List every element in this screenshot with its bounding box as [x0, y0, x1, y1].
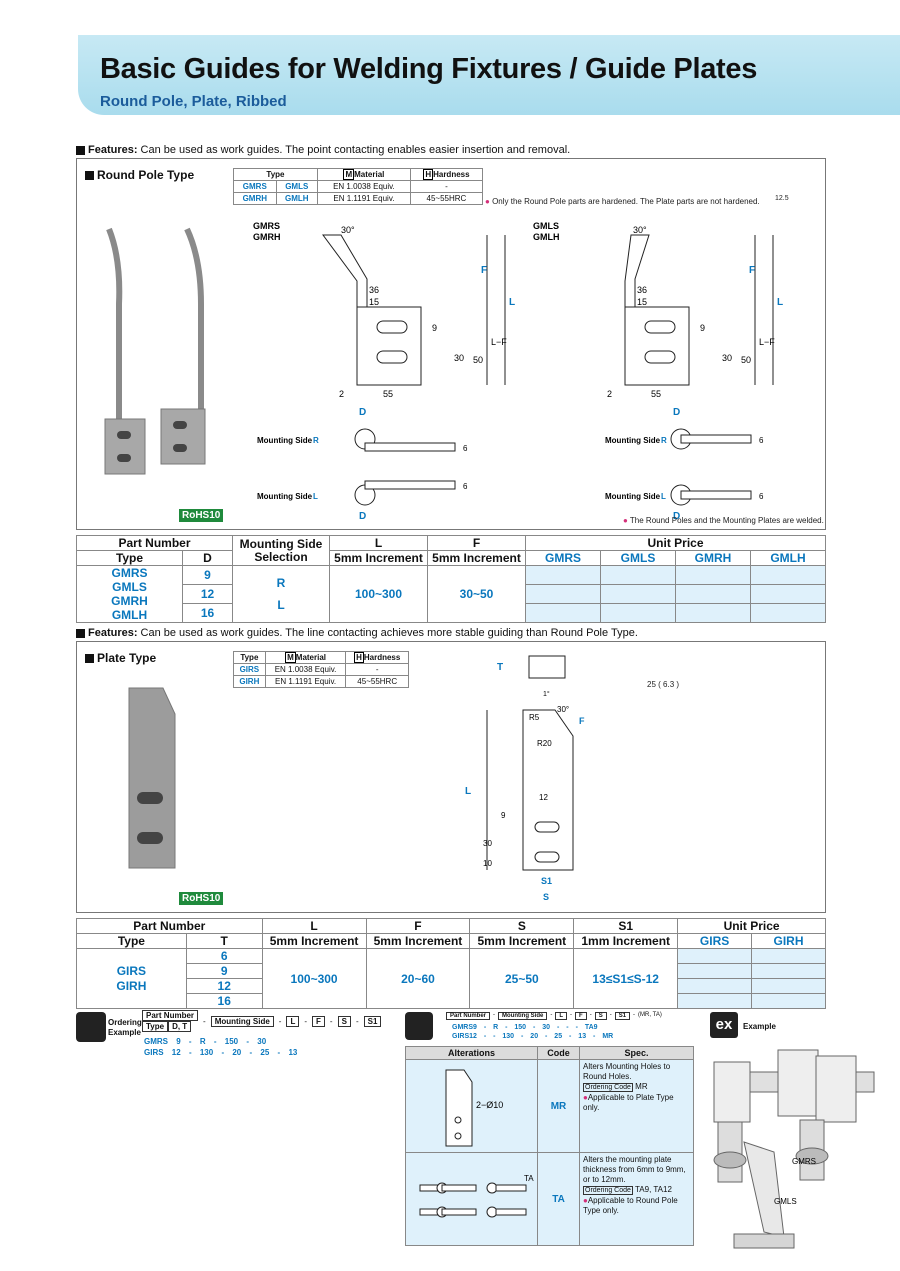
svg-text:T: T	[497, 662, 503, 673]
svg-text:10: 10	[483, 859, 492, 868]
round-pole-photo	[104, 227, 206, 475]
round-part-table: Part Number Mounting Side Selection L F …	[76, 535, 826, 623]
ordering2-row-2: GIRS12 - - 130 - 20 - 25 - 13 - MR	[452, 1033, 614, 1040]
svg-text:S: S	[543, 892, 549, 902]
plate-photo	[128, 687, 176, 869]
round-note-hardened: ● Only the Round Pole parts are hardened…	[485, 197, 760, 206]
svg-text:R: R	[661, 436, 667, 445]
svg-text:D: D	[673, 511, 680, 522]
svg-text:GMRS: GMRS	[253, 221, 280, 231]
svg-text:15: 15	[369, 297, 379, 307]
svg-text:50: 50	[741, 355, 751, 365]
svg-text:30°: 30°	[341, 225, 355, 235]
svg-text:R: R	[313, 436, 319, 445]
svg-text:6: 6	[463, 482, 468, 491]
svg-text:15: 15	[637, 297, 647, 307]
svg-text:36: 36	[369, 285, 379, 295]
alterations-table: Alterations Code Spec. 2−Ø10 MR Alters M…	[405, 1046, 694, 1246]
ordering2-row-1: GMRS9 - R - 150 - 30 - - - TA9	[452, 1024, 598, 1031]
svg-text:Mounting Side: Mounting Side	[257, 436, 313, 445]
plate-title: Plate Type	[85, 651, 156, 665]
svg-text:6: 6	[759, 436, 764, 445]
alteration-ta-drawing: TA	[419, 1174, 534, 1218]
rohs-badge-round: RoHS10	[179, 509, 224, 522]
svg-text:L: L	[465, 786, 471, 797]
features-round: Features:Can be used as work guides. The…	[76, 144, 570, 156]
svg-text:D: D	[359, 511, 366, 522]
svg-text:TA: TA	[524, 1174, 534, 1183]
svg-text:36: 36	[637, 285, 647, 295]
svg-text:GMLH: GMLH	[533, 232, 560, 242]
svg-text:2−Ø10: 2−Ø10	[476, 1100, 503, 1110]
svg-text:9: 9	[432, 323, 437, 333]
example-badge: ex	[710, 1012, 738, 1038]
svg-text:L: L	[509, 297, 515, 308]
svg-text:30: 30	[454, 353, 464, 363]
roughness-round: 12.5	[775, 195, 789, 202]
svg-text:F: F	[481, 265, 487, 276]
alteration-icon	[405, 1012, 433, 1040]
plate-part-table: Part Number L F S S1 Unit Price Type T 5…	[76, 918, 826, 1009]
svg-text:R20: R20	[537, 739, 552, 748]
drawing-right: GMLS GMLH 30° 36 15 9 30 50 2 55 F L L−F…	[533, 221, 783, 522]
example-label: Example	[743, 1022, 776, 1031]
svg-text:R5: R5	[529, 713, 540, 722]
svg-text:L−F: L−F	[759, 337, 775, 347]
svg-text:GMRH: GMRH	[253, 232, 281, 242]
svg-text:GMRS: GMRS	[792, 1157, 816, 1166]
round-note-welded: ● The Round Poles and the Mounting Plate…	[623, 516, 824, 525]
svg-text:L: L	[777, 297, 783, 308]
ordering2-heads: Part Number- Mounting Side- L- F- S- S1-…	[446, 1012, 662, 1020]
plate-drawing: T 1° R5 30° F R20 L 12 9 30 10 S1 S	[465, 655, 585, 902]
svg-text:30: 30	[722, 353, 732, 363]
svg-text:Mounting Side: Mounting Side	[605, 436, 661, 445]
svg-text:6: 6	[759, 492, 764, 501]
svg-text:9: 9	[700, 323, 705, 333]
svg-text:GMLS: GMLS	[774, 1197, 797, 1206]
round-pole-title: Round Pole Type	[85, 168, 194, 182]
svg-text:30: 30	[483, 839, 492, 848]
svg-text:F: F	[579, 716, 585, 726]
svg-text:L: L	[313, 492, 318, 501]
svg-text:Mounting Side: Mounting Side	[605, 492, 661, 501]
svg-text:L−F: L−F	[491, 337, 507, 347]
roughness-plate: 25 ( 6.3 )	[647, 680, 680, 689]
svg-text:30°: 30°	[633, 225, 647, 235]
ordering-icon	[76, 1012, 106, 1042]
page-subtitle: Round Pole, Plate, Ribbed	[100, 93, 287, 110]
rohs-badge-plate: RoHS10	[179, 892, 224, 905]
svg-text:L: L	[661, 492, 666, 501]
page-title: Basic Guides for Welding Fixtures / Guid…	[100, 53, 758, 85]
svg-text:GMLS: GMLS	[533, 221, 559, 231]
svg-text:D: D	[359, 407, 366, 418]
svg-text:55: 55	[383, 389, 393, 399]
features-plate: Features:Can be used as work guides. The…	[76, 627, 638, 639]
svg-text:9: 9	[501, 811, 506, 820]
svg-text:2: 2	[339, 389, 344, 399]
svg-text:30°: 30°	[557, 705, 569, 714]
svg-text:12: 12	[539, 793, 548, 802]
ordering-row-2: GIRS 12 - 130 - 20 - 25 - 13	[144, 1048, 298, 1057]
drawing-left: GMRS GMRH 30° 36 15 9 30 50 2 55 F L L−F…	[253, 221, 515, 522]
svg-text:F: F	[749, 265, 755, 276]
svg-text:55: 55	[651, 389, 661, 399]
header-banner: Basic Guides for Welding Fixtures / Guid…	[78, 35, 900, 115]
svg-text:6: 6	[463, 444, 468, 453]
svg-text:S1: S1	[541, 876, 552, 886]
svg-text:50: 50	[473, 355, 483, 365]
svg-text:2: 2	[607, 389, 612, 399]
svg-text:D: D	[673, 407, 680, 418]
ordering-row-1: GMRS 9 - R - 150 - 30	[144, 1037, 267, 1046]
svg-text:1°: 1°	[543, 690, 550, 698]
example-illustration: GMRS GMLS	[713, 1049, 875, 1249]
alteration-mr-drawing: 2−Ø10	[445, 1069, 503, 1147]
svg-text:Mounting Side: Mounting Side	[257, 492, 313, 501]
